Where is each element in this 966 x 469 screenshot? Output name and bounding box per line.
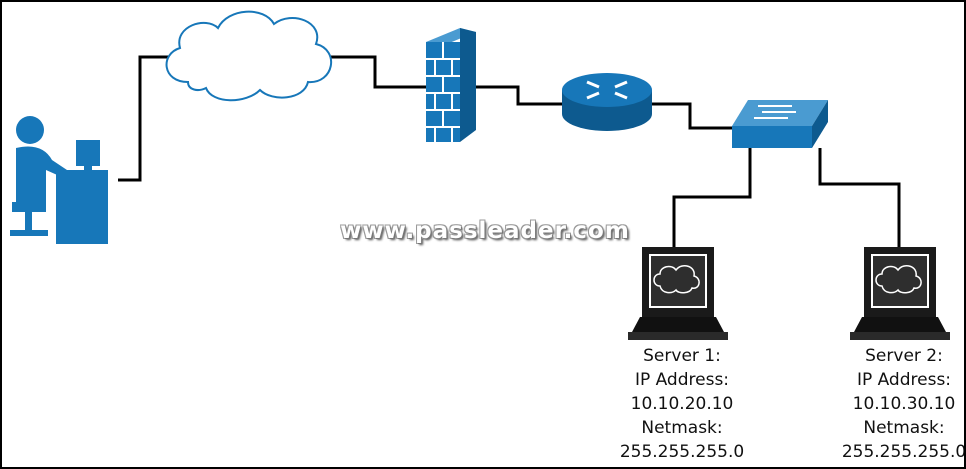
server-2-mask-label: Netmask:	[863, 418, 945, 438]
server-1-ip: 10.10.20.10	[630, 394, 734, 414]
server-1-mask-label: Netmask:	[641, 418, 723, 438]
link-firewall-router	[476, 85, 562, 106]
link-switch-server1	[672, 148, 752, 247]
link-cloud-firewall	[324, 55, 426, 89]
server-1-mask: 255.255.255.0	[619, 442, 745, 462]
link-user-cloud	[118, 55, 172, 182]
server-2-terminal-icon	[850, 247, 950, 340]
server-1-label: Server 1: IP Address: 10.10.20.10 Netmas…	[602, 344, 762, 464]
server-2-mask: 255.255.255.0	[841, 442, 966, 462]
link-router-switch	[652, 102, 732, 130]
server-1-ip-label: IP Address:	[634, 370, 730, 390]
server-1-terminal-icon	[628, 247, 728, 340]
firewall-brick-wall-icon	[426, 28, 476, 142]
server-2-label: Server 2: IP Address: 10.10.30.10 Netmas…	[824, 344, 966, 464]
cloud-icon	[165, 10, 333, 102]
switch-icon	[732, 100, 828, 148]
user-at-workstation-icon	[10, 116, 108, 244]
connection-lines	[118, 55, 901, 247]
server-2-ip-label: IP Address:	[856, 370, 952, 390]
router-icon	[562, 73, 652, 131]
server-1-name: Server 1:	[643, 346, 721, 366]
server-2-name: Server 2:	[865, 346, 943, 366]
watermark-text: www.passleader.com	[340, 218, 630, 244]
link-switch-server2	[818, 148, 901, 247]
server-2-ip: 10.10.30.10	[852, 394, 956, 414]
